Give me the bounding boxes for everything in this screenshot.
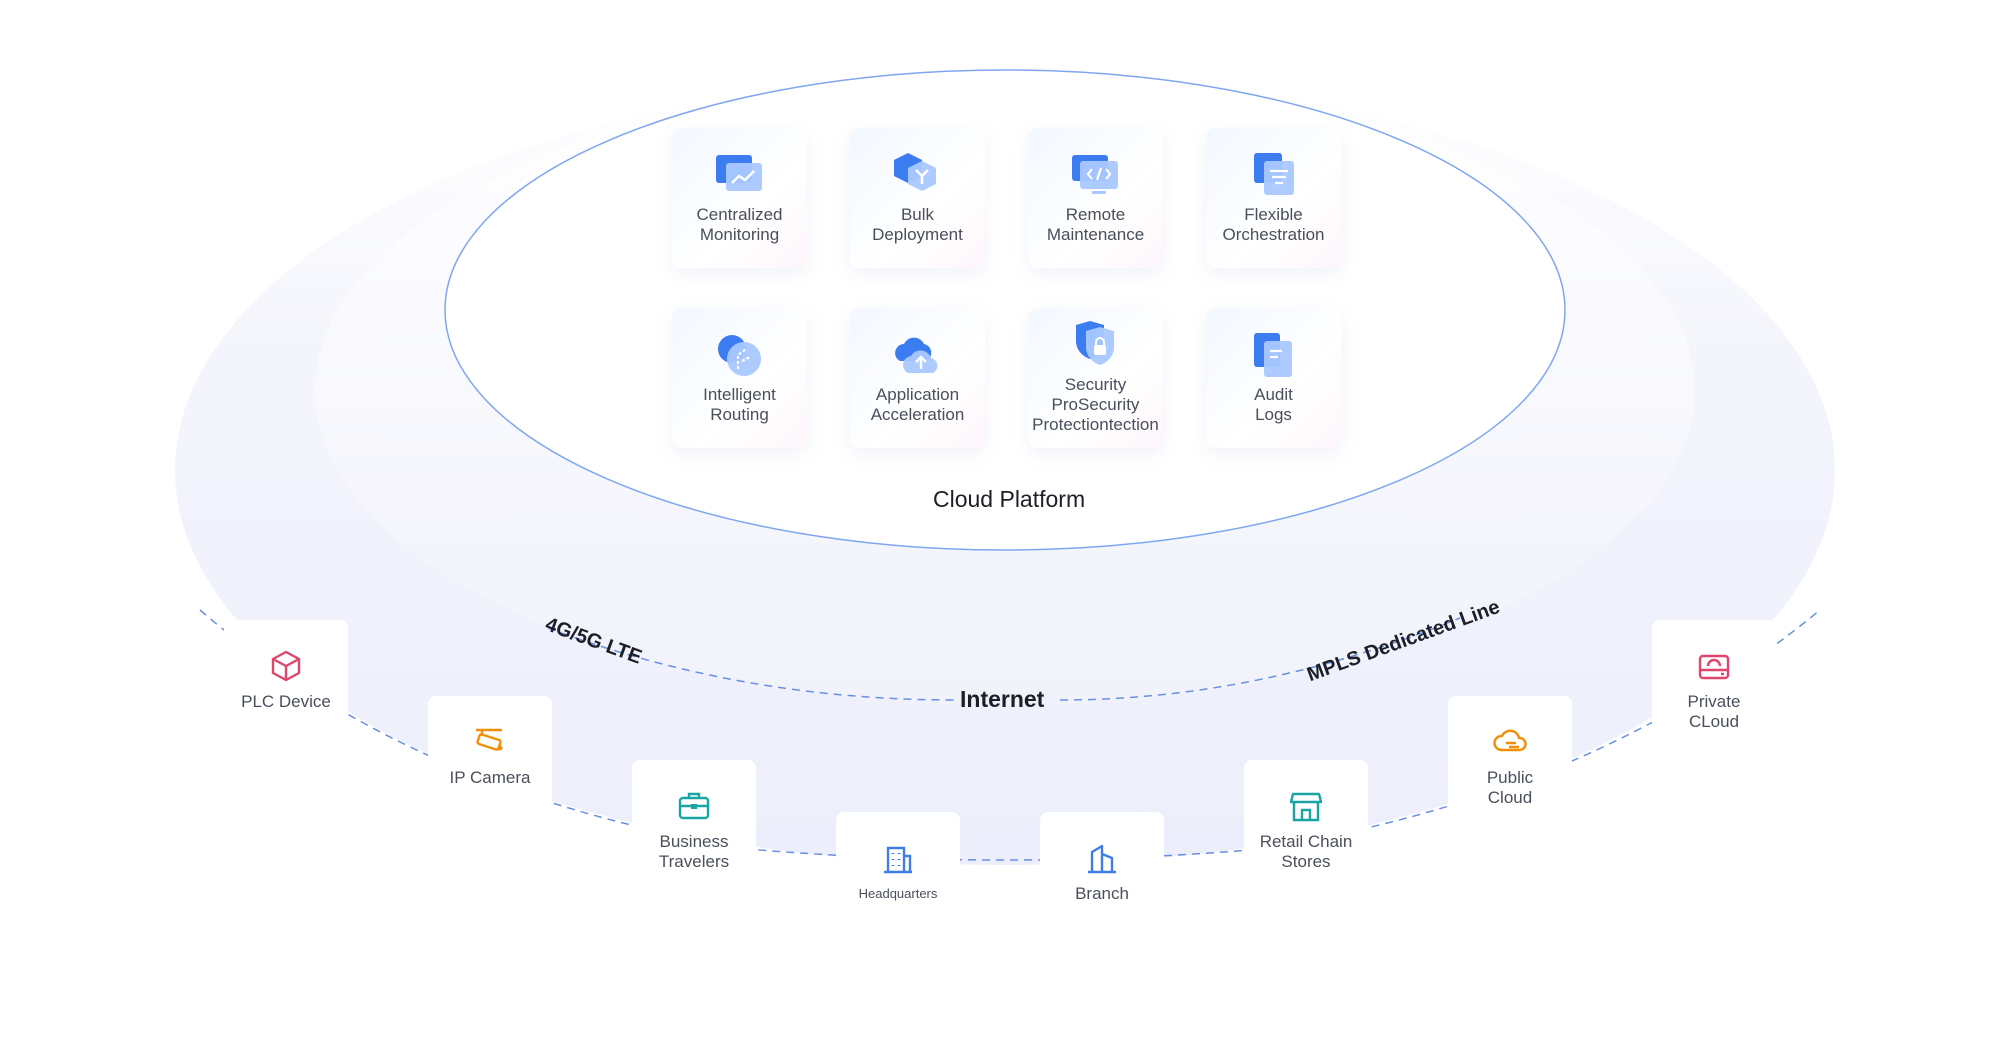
building-icon xyxy=(884,846,912,874)
feature-card-security-protection: Security ProSecurity Protectiontection xyxy=(1028,308,1163,448)
endpoint-branch: Branch xyxy=(1040,812,1164,922)
cloud-icon xyxy=(1493,729,1527,752)
feature-card-remote-maintenance: Remote Maintenance xyxy=(1028,128,1163,268)
shield-lock-icon xyxy=(1075,321,1114,365)
endpoint-label: IP Camera xyxy=(449,768,531,787)
endpoint-label: Headquarters xyxy=(858,886,938,901)
endpoint-public-cloud: Public Cloud xyxy=(1448,696,1572,816)
endpoint-label: Business Travelers xyxy=(658,832,730,871)
hexagon-branch-icon xyxy=(893,153,936,191)
camera-icon xyxy=(476,728,503,751)
internet-arc-right xyxy=(1059,617,1461,701)
endpoint-ip-camera: IP Camera xyxy=(428,696,552,806)
feature-label: Intelligent Routing xyxy=(703,385,776,424)
feature-card-application-acceleration: Application Acceleration xyxy=(850,308,985,448)
monitor-chart-icon xyxy=(715,155,762,191)
endpoint-private-cloud: Private CLoud xyxy=(1652,620,1776,740)
routing-icon xyxy=(717,335,761,376)
endpoint-label: Private CLoud xyxy=(1687,692,1741,731)
feature-card-intelligent-routing: Intelligent Routing xyxy=(672,308,807,448)
endpoint-headquarters: Headquarters xyxy=(836,812,960,922)
briefcase-icon xyxy=(678,792,710,820)
endpoint-label: Branch xyxy=(1075,884,1129,903)
store-icon xyxy=(1289,792,1323,822)
server-drive-icon xyxy=(1698,654,1730,680)
branch-building-icon xyxy=(1088,844,1116,874)
feature-label: Remote Maintenance xyxy=(1046,205,1145,244)
feature-card-audit-logs: Audit Logs xyxy=(1206,308,1341,448)
cloud-upload-icon xyxy=(894,337,937,373)
feature-card-flexible-orchestration: Flexible Orchestration xyxy=(1206,128,1341,268)
feature-label: Flexible Orchestration xyxy=(1222,205,1325,244)
endpoint-plc-device: PLC Device xyxy=(224,620,348,740)
cube-icon xyxy=(271,650,301,682)
feature-label: Application Acceleration xyxy=(870,385,965,424)
endpoint-label: Retail Chain Stores xyxy=(1259,832,1353,871)
platform-ellipse xyxy=(444,69,1566,551)
document-icon xyxy=(1253,333,1292,377)
platform-title: Cloud Platform xyxy=(933,486,1086,512)
monitor-code-icon xyxy=(1071,155,1118,194)
feature-label: Bulk Deployment xyxy=(872,205,963,244)
feature-card-bulk-deployment: Bulk Deployment xyxy=(850,128,985,268)
endpoint-business-travelers: Business Travelers xyxy=(632,760,756,880)
feature-label: Centralized Monitoring xyxy=(696,205,783,244)
endpoint-label: PLC Device xyxy=(241,692,331,711)
endpoint-retail-chain-stores: Retail Chain Stores xyxy=(1244,760,1368,880)
internet-arc-left xyxy=(547,627,956,701)
internet-label: Internet xyxy=(960,686,1045,712)
feature-label: Security ProSecurity Protectiontection xyxy=(1032,375,1159,434)
feature-label: Audit Logs xyxy=(1254,385,1293,424)
feature-card-centralized-monitoring: Centralized Monitoring xyxy=(672,128,807,268)
endpoint-label: Public Cloud xyxy=(1486,768,1534,807)
stacked-list-icon xyxy=(1253,153,1294,195)
